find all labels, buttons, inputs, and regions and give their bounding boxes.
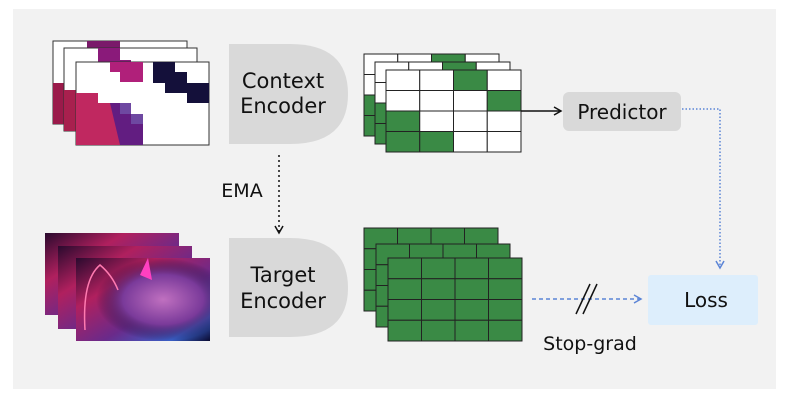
patch-cell (419, 69, 454, 91)
patch-cell (421, 278, 456, 300)
context-encoder-line1: Context (242, 69, 324, 93)
patch-cell (486, 69, 522, 91)
patch-cell (486, 90, 522, 112)
patch-cell (421, 299, 456, 321)
patch-cell (453, 110, 488, 132)
predictor-to-loss-arrow (682, 108, 725, 270)
embedding-grid (385, 69, 522, 153)
patch-cell (385, 90, 421, 112)
patch-cell (419, 131, 454, 153)
context-embeddings (363, 53, 522, 153)
context-image (75, 61, 210, 146)
patch-cell (488, 278, 523, 300)
predictor: Predictor (563, 92, 681, 131)
patch-cell (387, 278, 422, 300)
patch-cell (488, 299, 523, 321)
patch-cell (454, 319, 489, 342)
embedding-grid (387, 257, 523, 342)
patch-cell (421, 257, 456, 280)
patch-cell (454, 299, 489, 321)
target-encoder: Target Encoder (229, 238, 348, 337)
patch-cell (454, 278, 489, 300)
context-encoder: Context Encoder (229, 44, 348, 144)
target-embeddings (363, 227, 523, 342)
patch-cell (488, 257, 523, 280)
stop-grad-label: Stop-grad (543, 333, 637, 355)
patch-cell (385, 110, 421, 132)
patch-cell (387, 257, 422, 280)
patch-cell (453, 90, 488, 112)
cat-image (76, 258, 210, 341)
patch-cell (419, 110, 454, 132)
patch-cell (419, 90, 454, 112)
patch-cell (486, 110, 522, 132)
patch-cell (387, 319, 422, 342)
patch-cell (453, 69, 488, 91)
stop-grad-slash-icon (575, 283, 598, 315)
context-images (52, 40, 210, 146)
patch-cell (385, 69, 421, 91)
patch-cell (421, 319, 456, 342)
patch-cell (385, 131, 421, 153)
target-encoder-line1: Target (250, 263, 316, 287)
loss-label: Loss (684, 288, 728, 312)
patch-cell (454, 257, 489, 280)
patch-cell (486, 131, 522, 153)
loss: Loss (648, 275, 758, 325)
predictor-label: Predictor (577, 100, 667, 124)
patch-cell (453, 131, 488, 153)
patch-cell (488, 319, 523, 342)
context-encoder-line2: Encoder (240, 94, 326, 118)
target-images (45, 233, 210, 341)
patch-cell (387, 299, 422, 321)
target-encoder-line2: Encoder (240, 289, 326, 313)
ema-label: EMA (221, 180, 262, 202)
